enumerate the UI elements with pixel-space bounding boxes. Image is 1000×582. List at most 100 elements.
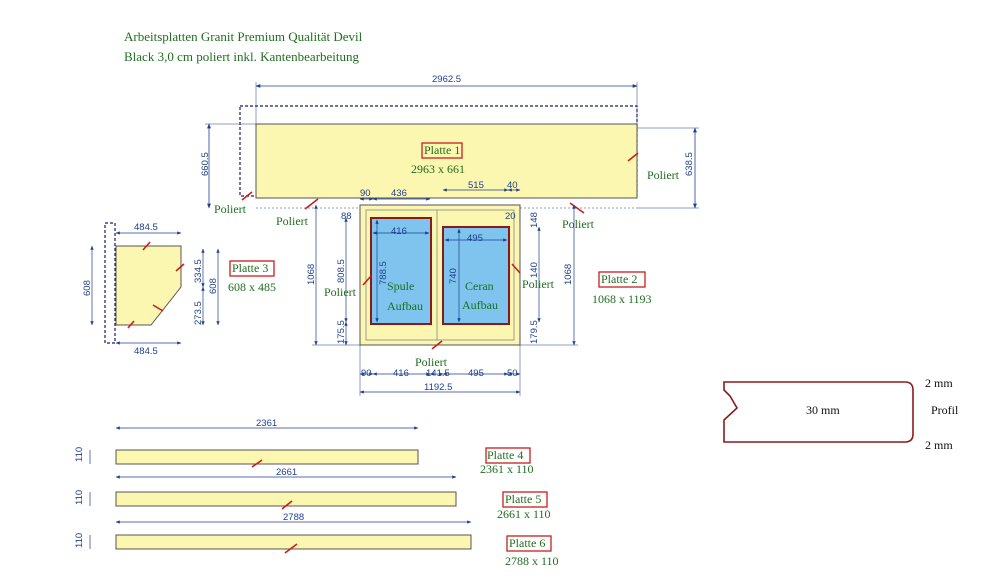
- poliert-label: Poliert: [214, 202, 247, 216]
- plate-2-20-dim: 20: [505, 211, 516, 222]
- plate-3-right-mid-dim: 608: [208, 278, 219, 294]
- plate-2-right-height-dim: 1068: [563, 264, 574, 285]
- polished-edge-mark: [241, 191, 253, 201]
- plate-6-length-dim: 2788: [283, 512, 304, 523]
- polished-edge-mark: [511, 263, 521, 274]
- plate-6-label-box: [506, 535, 552, 552]
- plate-2-inner-edge: [365, 209, 515, 341]
- sink-height-dim: 788.5: [378, 261, 389, 285]
- plate-3: 484.5 484.5 608 334.5 608 273.5 Platte 3…: [82, 222, 276, 357]
- plate-3-slab: [115, 245, 182, 326]
- plate-6-slab: [115, 534, 472, 550]
- plate-4-height-dim: 110: [74, 447, 85, 462]
- plate-3-outline: [104, 222, 116, 344]
- poliert-label: Poliert: [522, 277, 555, 291]
- poliert-label: Poliert: [415, 355, 448, 369]
- polished-edge-mark: [431, 340, 443, 350]
- plate-5-height-dim: 110: [74, 490, 85, 505]
- sink-width-dim: 416: [391, 226, 407, 237]
- plate-5-size: 2661 x 110: [497, 507, 551, 521]
- plate-5-label-box: [502, 491, 548, 508]
- plate-3-name: Platte 3: [232, 261, 268, 275]
- plate-2-bottom-dim-495: 495: [468, 368, 484, 379]
- polished-edge-mark: [251, 459, 263, 468]
- plate-2-top-dim-90: 90: [360, 188, 371, 199]
- plate-2-total-width-dim: 1192.5: [424, 382, 452, 393]
- plate-2-bottom-dim-141: 141.5: [426, 368, 450, 379]
- polished-edge-mark: [127, 320, 135, 329]
- plate-3-right-bot-dim: 273.5: [193, 301, 204, 325]
- plate-3-top-dim: 484.5: [134, 222, 158, 233]
- plate-6-size: 2788 x 110: [505, 554, 559, 568]
- drawing-title-line-1: Arbeitsplatten Granit Premium Qualität D…: [124, 29, 363, 44]
- plate-4-label-box: [485, 447, 531, 464]
- plate-4-length-dim: 2361: [256, 418, 277, 429]
- plate-2-bottom-dim-90: 90: [361, 368, 372, 379]
- plate-2-bottom-dim-416: 416: [393, 368, 409, 379]
- polished-edge-mark: [284, 543, 298, 554]
- profile-thickness: 30 mm: [806, 403, 840, 417]
- plate-4-slab: [115, 449, 419, 465]
- plate-1-slab: [255, 123, 638, 199]
- plate-5: 2661 110 Platte 5 2661 x 110: [74, 467, 551, 521]
- plate-1: Platte 1 2963 x 661 2962.5 660.5 638.5 P…: [200, 74, 699, 231]
- plate-1-width-dim: 2962.5: [432, 74, 461, 85]
- plate-2-148-dim: 148: [529, 212, 540, 228]
- poliert-label: Poliert: [276, 214, 309, 228]
- plate-3-left-dim: 608: [82, 280, 93, 296]
- plate-3-bottom-dim: 484.5: [134, 346, 158, 357]
- polished-edge-mark: [281, 500, 293, 510]
- plate-2-top-dim-515: 515: [468, 180, 484, 191]
- plate-2-88-dim: 88: [341, 211, 352, 222]
- plate-2-808-dim: 808.5: [336, 259, 347, 283]
- plate-6: 2788 110 Platte 6 2788 x 110: [74, 512, 559, 568]
- edge-profile: 30 mm 2 mm Profil 2 mm: [723, 376, 959, 452]
- plate-2-label-box: [598, 271, 646, 288]
- sink-cutout: [370, 217, 432, 325]
- polished-edge-mark: [627, 152, 639, 162]
- plate-1-left-height-dim: 660.5: [200, 152, 211, 176]
- plate-2-top-dim-40: 40: [507, 180, 518, 191]
- plate-3-right-top-dim: 334.5: [193, 259, 204, 283]
- poliert-label: Poliert: [324, 285, 357, 299]
- plate-1-size: 2963 x 661: [411, 162, 465, 176]
- plate-2-179-dim: 179.5: [529, 320, 540, 344]
- polished-edge-mark: [175, 263, 185, 272]
- cooktop-width-dim: 495: [467, 233, 483, 244]
- plate-6-name: Platte 6: [509, 536, 545, 550]
- plate-1-right-height-dim: 638.5: [684, 152, 695, 176]
- cooktop-label-line-1: Ceran: [465, 279, 494, 293]
- profile-bottom-note: 2 mm: [925, 438, 953, 452]
- cooktop-label-line-2: Aufbau: [462, 298, 498, 312]
- plate-4-name: Platte 4: [487, 448, 523, 462]
- poliert-label: Poliert: [562, 217, 595, 231]
- plate-2-size: 1068 x 1193: [592, 292, 652, 306]
- plate-6-height-dim: 110: [74, 533, 85, 548]
- plate-2-175-dim: 175.5: [336, 320, 347, 344]
- profile-top-note: 2 mm: [925, 376, 953, 390]
- plate-2-top-dim-436: 436: [391, 188, 407, 199]
- plate-3-size: 608 x 485: [228, 280, 276, 294]
- sink-label-line-1: Spule: [387, 279, 414, 293]
- plate-5-length-dim: 2661: [276, 467, 297, 478]
- plate-1-label-box: [421, 142, 463, 159]
- plate-3-label-box: [229, 260, 275, 277]
- plate-2: Spule Aufbau 416 788.5 Ceran Aufbau 495 …: [306, 180, 652, 396]
- plate-5-name: Platte 5: [505, 492, 541, 506]
- plate-2-740-right-dim: 140: [529, 262, 540, 278]
- plate-5-slab: [115, 491, 457, 507]
- plate-1-name: Platte 1: [424, 143, 460, 157]
- drawing-title-line-2: Black 3,0 cm poliert inkl. Kantenbearbei…: [124, 49, 360, 64]
- profile-label: Profil: [931, 403, 959, 417]
- plate-4-size: 2361 x 110: [480, 462, 534, 476]
- plate-2-name: Platte 2: [601, 272, 637, 286]
- polished-edge-mark: [142, 241, 151, 251]
- plate-4: 2361 110 Platte 4 2361 x 110: [74, 418, 534, 476]
- plate-2-height-dim: 1068: [306, 264, 317, 285]
- profile-shape: [723, 381, 914, 443]
- plate-2-bottom-dim-50: 50: [507, 368, 518, 379]
- polished-edge-mark: [362, 275, 372, 286]
- cooktop-cutout: [442, 226, 510, 325]
- sink-label-line-2: Aufbau: [387, 299, 423, 313]
